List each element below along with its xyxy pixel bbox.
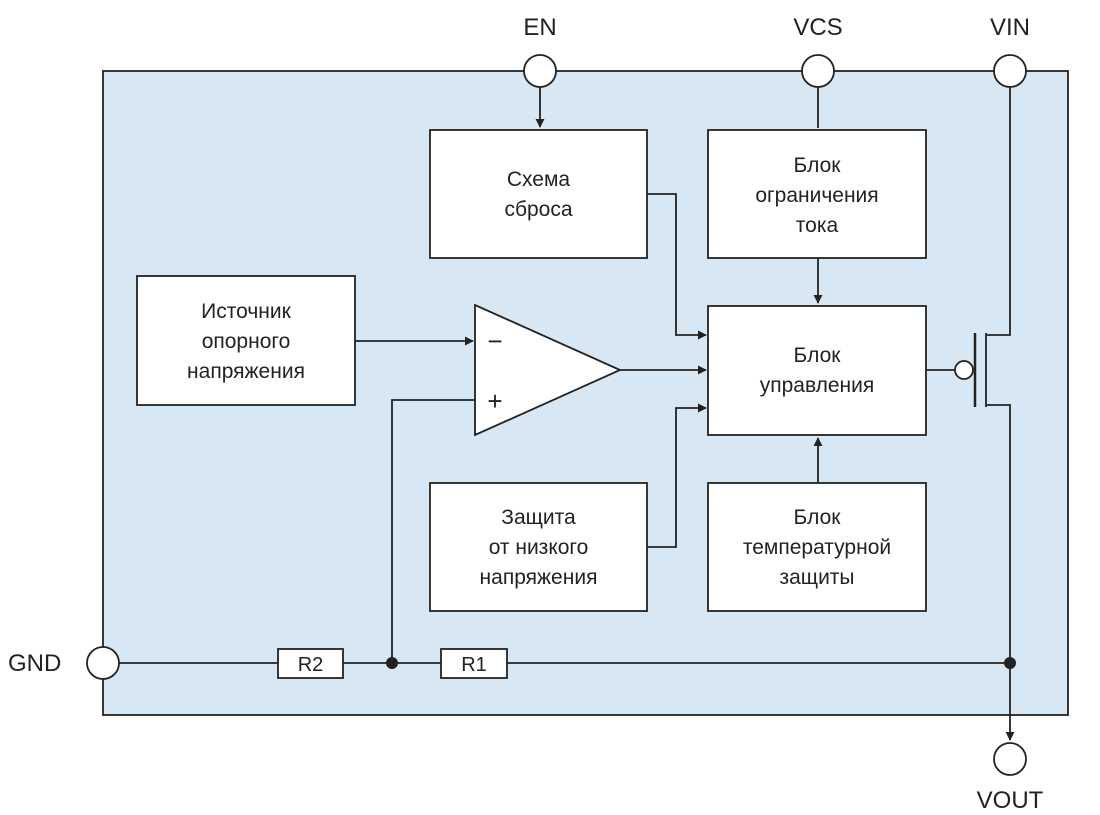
block-thermal: Блок температурной защиты <box>707 482 927 612</box>
resistor-r1-label: R1 <box>461 654 487 676</box>
block-current-limit-line-3: тока <box>796 214 839 237</box>
pin-en-label: EN <box>523 14 556 41</box>
resistor-r2: R2 <box>277 648 344 679</box>
block-current-limit-line-2: ограничения <box>755 184 878 207</box>
pin-gnd-label: GND <box>8 650 61 677</box>
block-control-line-2: управления <box>760 374 875 397</box>
pin-vout <box>993 742 1027 776</box>
block-thermal-line-2: температурной <box>743 536 891 559</box>
block-reference-line-3: напряжения <box>187 360 305 383</box>
comparator: − + <box>474 303 623 437</box>
wires <box>119 87 1015 741</box>
block-control-line-1: Блок <box>794 344 842 367</box>
block-thermal-line-3: защиты <box>779 566 854 589</box>
transistor-gate-bubble <box>954 360 974 380</box>
pin-vcs <box>801 54 835 88</box>
block-reset-line-2: сброса <box>504 198 572 221</box>
block-reference-line-2: опорного <box>202 330 291 353</box>
pin-gnd <box>86 646 120 680</box>
junction-dot-feedback <box>386 657 398 669</box>
block-current-limit-line-1: Блок <box>794 154 842 177</box>
block-current-limit: Блок ограничения тока <box>707 129 927 259</box>
block-reference: Источник опорного напряжения <box>136 275 356 406</box>
block-undervoltage-line-3: напряжения <box>480 566 598 589</box>
pin-vin-label: VIN <box>990 14 1030 41</box>
block-undervoltage-line-1: Защита <box>501 506 576 529</box>
comparator-plus-sign: + <box>487 386 502 416</box>
block-reference-line-1: Источник <box>201 300 291 323</box>
block-thermal-line-1: Блок <box>794 506 842 529</box>
pin-vcs-label: VCS <box>793 14 842 41</box>
block-reset-line-1: Схема <box>507 168 571 191</box>
comparator-minus-sign: − <box>487 326 502 356</box>
pin-en <box>523 54 557 88</box>
pin-vout-label: VOUT <box>977 787 1044 814</box>
resistor-r2-label: R2 <box>298 654 324 676</box>
block-control: Блок управления <box>707 305 927 436</box>
block-undervoltage: Защита от низкого напряжения <box>429 482 648 612</box>
pin-vin <box>993 54 1027 88</box>
junction-dot-output <box>1004 657 1016 669</box>
resistor-r1: R1 <box>440 648 508 679</box>
block-reset: Схема сброса <box>429 129 648 259</box>
block-undervoltage-line-2: от низкого <box>489 536 589 559</box>
